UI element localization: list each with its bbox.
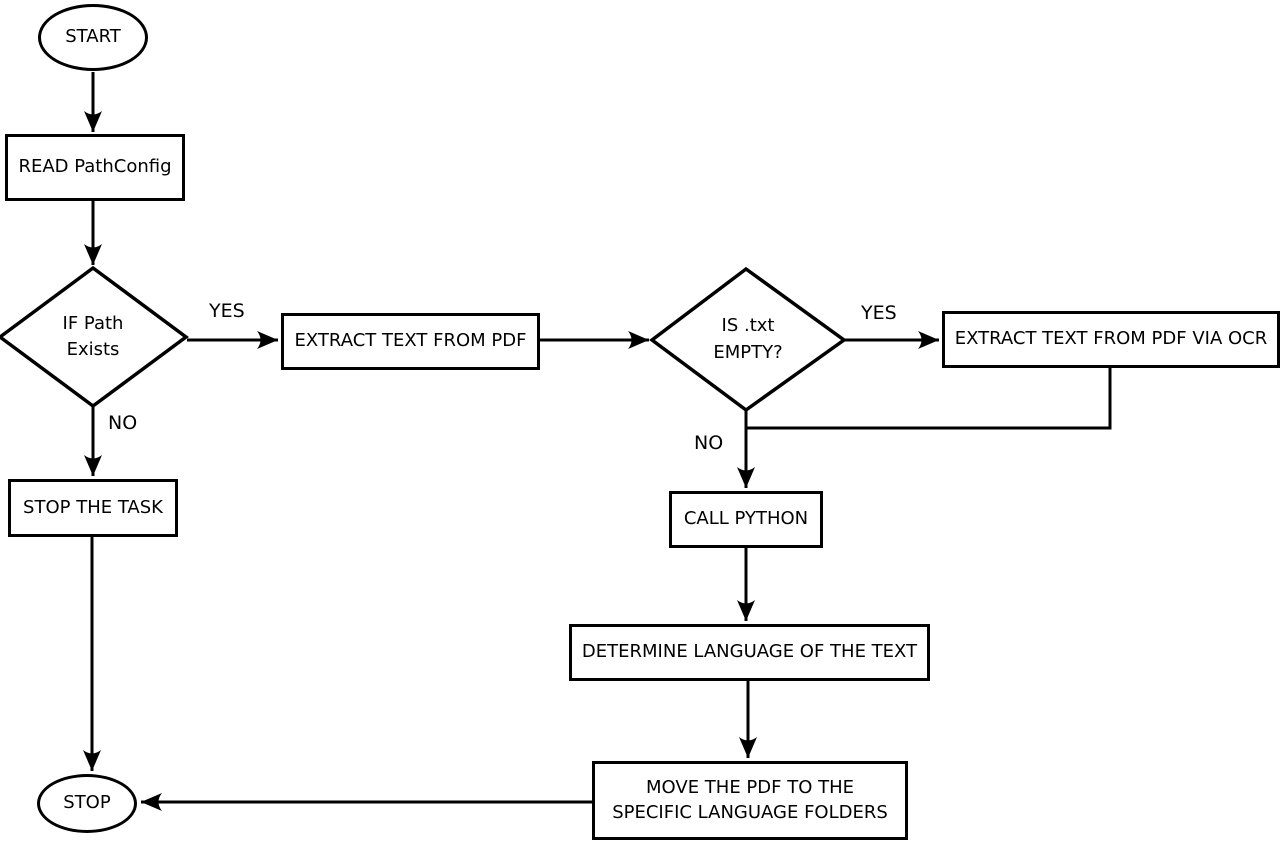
node-stop: STOP bbox=[37, 774, 137, 833]
node-call-python: CALL PYTHON bbox=[669, 491, 823, 548]
node-if-path-exists-label: IF Path Exists bbox=[62, 312, 124, 360]
node-start: START bbox=[38, 4, 148, 71]
edge-label-path-exists-no: NO bbox=[108, 412, 138, 434]
node-move-pdf: MOVE THE PDF TO THE SPECIFIC LANGUAGE FO… bbox=[592, 761, 908, 840]
node-move-pdf-label: MOVE THE PDF TO THE SPECIFIC LANGUAGE FO… bbox=[612, 777, 888, 823]
edge-label-txt-empty-yes: YES bbox=[861, 302, 897, 324]
node-determine-language: DETERMINE LANGUAGE OF THE TEXT bbox=[569, 624, 930, 681]
node-start-label: START bbox=[65, 26, 121, 48]
edge-label-txt-empty-no: NO bbox=[694, 432, 724, 454]
node-stop-the-task: STOP THE TASK bbox=[8, 479, 178, 537]
node-stop-the-task-label: STOP THE TASK bbox=[23, 496, 163, 518]
node-extract-ocr: EXTRACT TEXT FROM PDF VIA OCR bbox=[942, 311, 1280, 368]
node-determine-language-label: DETERMINE LANGUAGE OF THE TEXT bbox=[581, 641, 918, 663]
node-read-pathconfig-label: READ PathConfig bbox=[18, 156, 172, 178]
node-stop-label: STOP bbox=[63, 792, 111, 814]
node-call-python-label: CALL PYTHON bbox=[683, 508, 809, 530]
node-is-txt-empty-label: IS .txt EMPTY? bbox=[713, 315, 783, 363]
edge-label-path-exists-yes: YES bbox=[209, 300, 245, 322]
node-read-pathconfig: READ PathConfig bbox=[5, 134, 185, 201]
edge-ocr-feedback-to-call-python bbox=[747, 368, 1112, 430]
node-extract-text-label: EXTRACT TEXT FROM PDF bbox=[294, 330, 527, 352]
node-extract-text: EXTRACT TEXT FROM PDF bbox=[281, 313, 540, 370]
node-extract-ocr-label: EXTRACT TEXT FROM PDF VIA OCR bbox=[954, 328, 1268, 350]
